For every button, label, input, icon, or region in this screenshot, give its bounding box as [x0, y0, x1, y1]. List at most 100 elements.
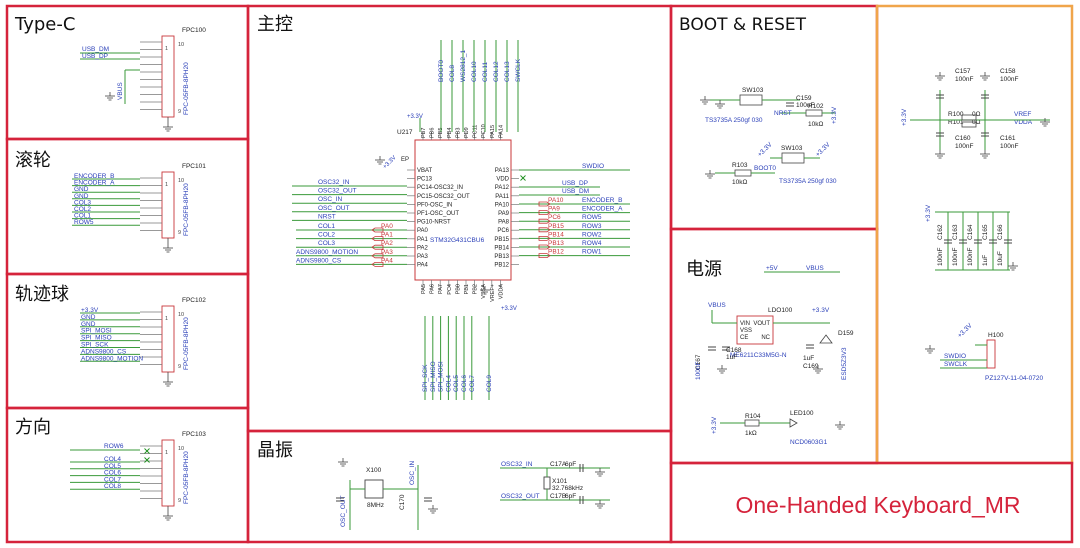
- net-label: USB_DP: [562, 180, 588, 187]
- fpc-ref: FPC102: [182, 297, 206, 304]
- net-label: 10uF: [997, 251, 1004, 266]
- net-label: COL5: [453, 375, 460, 392]
- fpc-ref: FPC101: [182, 163, 206, 170]
- net-label: SPI_MISO: [430, 361, 437, 392]
- mcu-pin-label: VSSA: [481, 284, 487, 299]
- net-label: SWDIO: [582, 163, 604, 170]
- net-label: COL6: [461, 375, 468, 392]
- net-label: 100nF: [695, 362, 702, 380]
- net-label: 1uF: [982, 255, 989, 266]
- net-label: 0Ω: [972, 111, 981, 118]
- net-label: COL6: [104, 470, 121, 477]
- mcu-pin-label: PB14: [494, 245, 509, 251]
- net-label: X100: [366, 467, 382, 474]
- crystal-x101: [543, 476, 551, 490]
- net-label: 100nF: [955, 76, 973, 83]
- mcu-pin-label: PB6: [430, 128, 436, 138]
- mcu-pin-label: PB12: [494, 263, 509, 269]
- net-label: C166: [997, 224, 1004, 240]
- net-label: +3.3V: [901, 108, 908, 126]
- net-label: COL3: [318, 240, 335, 247]
- net-label: +3.3V: [812, 307, 830, 314]
- pin-num: 10: [178, 312, 184, 318]
- net-port: [538, 227, 551, 233]
- fpc-ref: FPC100: [182, 27, 206, 34]
- net-label: ADNS9800_MOTION: [81, 355, 143, 362]
- net-label: COL11: [482, 62, 489, 82]
- net-label: VBUS: [806, 265, 824, 272]
- net-label: TS3735A 250gf 030: [779, 178, 837, 185]
- net-label: SW103: [742, 87, 764, 94]
- net-label: OSC_OUT: [340, 496, 347, 527]
- net-label: PB15: [548, 223, 564, 230]
- net-label: C167: [695, 354, 702, 370]
- mcu-pin-label: PG10-NRST: [417, 220, 451, 226]
- net-label: BOOT0: [754, 165, 776, 172]
- net-label: C165: [982, 224, 989, 240]
- pin-num: 10: [178, 42, 184, 48]
- net-label: TS3735A 250gf 030: [705, 117, 763, 124]
- net-label: ROW5: [74, 219, 94, 226]
- section-frame-osc: [246, 429, 673, 544]
- crystal-x100: [364, 479, 384, 499]
- net-label: 100nF: [955, 143, 973, 150]
- net-label: VREF: [1014, 111, 1031, 118]
- mcu-pin-label: PA15: [490, 125, 496, 138]
- net-label: +3.3V: [814, 141, 832, 159]
- mcu-pin-label: PB15: [494, 237, 509, 243]
- net-label: C161: [1000, 135, 1016, 142]
- net-label: 1kΩ: [745, 430, 757, 437]
- net-label: 8MHz: [367, 502, 384, 509]
- mcu-pin-label: PB3: [455, 128, 461, 138]
- mcu-pin-label: PC11: [473, 125, 479, 138]
- net-label: SW103: [781, 145, 803, 152]
- mcu-pin-label: PB5: [438, 128, 444, 138]
- net-port: [371, 262, 384, 267]
- mcu-pin-label: PC13: [417, 177, 433, 183]
- pin-num: 1: [165, 46, 168, 52]
- diode-d159: [819, 334, 833, 344]
- net-label: VBUS: [117, 82, 124, 100]
- net-label: PC6: [548, 214, 561, 221]
- mcu-pin-label: PB0: [455, 284, 461, 294]
- net-label: D159: [838, 330, 854, 337]
- net-port: [538, 210, 551, 215]
- pin-num: 9: [178, 364, 181, 370]
- net-label: VSS: [740, 328, 752, 334]
- net-label: OSC_IN: [318, 196, 343, 203]
- net-label: +3.3V: [407, 114, 423, 120]
- net-label: SPI_SCK: [81, 342, 109, 349]
- net-label: ROW2: [582, 231, 602, 238]
- net-label: GND: [81, 321, 96, 328]
- section-title-osc: 晶振: [257, 440, 293, 461]
- mcu-pin-label: PF1-OSC_OUT: [417, 211, 459, 217]
- net-label: VDDA: [1014, 119, 1033, 126]
- mcu-pin-label: PA10: [495, 202, 510, 208]
- mcu-pin-label: PC14-OSC32_IN: [417, 185, 463, 191]
- net-label: LDO100: [768, 307, 793, 314]
- section-title-power: 电源: [686, 259, 722, 280]
- mcu-pin-label: PA6: [430, 284, 436, 294]
- net-label: PB14: [548, 231, 564, 238]
- mcu-pin-label: PB1: [464, 284, 470, 294]
- net-port: [371, 227, 384, 233]
- no-connect: [144, 457, 150, 463]
- net-label: H100: [988, 332, 1004, 339]
- net-label: PA1: [381, 232, 393, 239]
- resistor: [961, 114, 977, 121]
- pin-num: 10: [178, 446, 184, 452]
- net-label: PA2: [381, 240, 393, 247]
- net-label: 100nF: [1000, 143, 1018, 150]
- net-label: COL9: [486, 375, 493, 392]
- pin-num: 1: [165, 182, 168, 188]
- net-label: +3.3V: [831, 106, 838, 124]
- net-label: LED100: [790, 410, 814, 417]
- net-label: +3.3V: [382, 155, 397, 170]
- net-label: 100nF: [796, 102, 814, 109]
- net-label: COL7: [469, 375, 476, 392]
- net-label: SWCLK: [515, 58, 522, 82]
- net-label: ENCODER_B: [74, 173, 114, 180]
- net-label: COL10: [471, 61, 478, 82]
- net-label: USB_DP: [82, 53, 108, 60]
